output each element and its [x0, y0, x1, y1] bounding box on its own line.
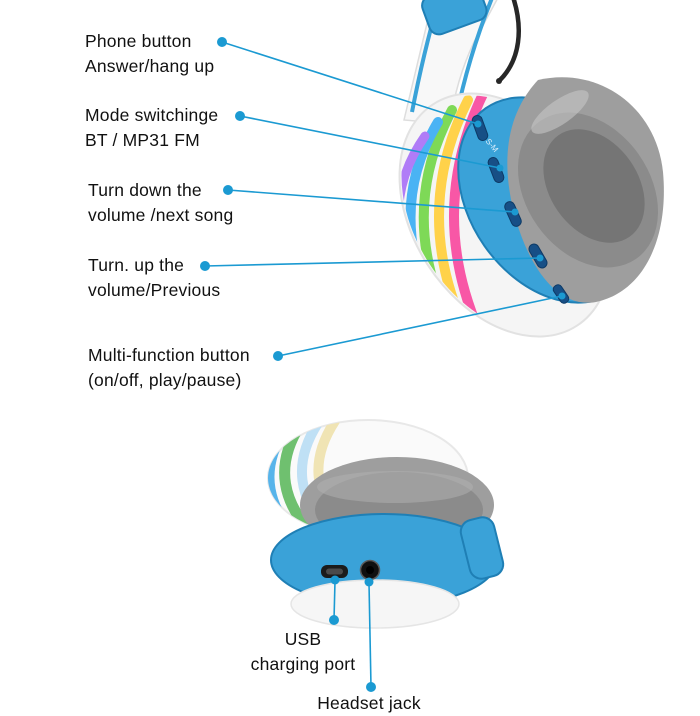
label-line: (on/off, play/pause) — [88, 370, 242, 390]
callout-end-headset-jack — [364, 577, 374, 587]
headphone-bottom-illustration — [267, 419, 505, 629]
callout-line-multi-function — [277, 295, 563, 357]
callout-dot-usb-port — [329, 615, 339, 625]
hinge-arm — [459, 516, 505, 580]
callout-dot-headset-jack — [366, 682, 376, 692]
callout-end-phone-button — [474, 120, 482, 128]
product-diagram-canvas: S-M — [200, 0, 664, 692]
callout-line-usb-port — [333, 580, 336, 621]
callout-dot-multi-function — [273, 351, 283, 361]
callout-line-volume-up — [204, 257, 541, 267]
label-line: Turn. up the — [88, 255, 185, 275]
headset-jack-port — [359, 559, 381, 581]
headphone-top-illustration: S-M — [393, 0, 664, 347]
callout-end-mode-switch — [496, 164, 504, 172]
audio-cable — [497, 0, 521, 83]
label-line: volume /next song — [88, 205, 234, 225]
label-line: charging port — [250, 654, 356, 674]
callout-label-mode-switch: Mode switchinge BT / MP31 FM — [85, 103, 218, 153]
callout-label-headset-jack: Headset jack — [303, 691, 435, 716]
callout-end-multi-function — [558, 292, 566, 300]
callout-end-volume-up — [536, 254, 544, 262]
label-line: Headset jack — [317, 693, 421, 713]
label-line: Answer/hang up — [85, 56, 215, 76]
cable-tip — [496, 78, 502, 84]
callout-line-headset-jack — [368, 582, 372, 688]
callout-line-phone-button — [221, 41, 479, 125]
callout-dot-mode-switch — [235, 111, 245, 121]
callout-line-mode-switch — [239, 115, 501, 169]
callout-dot-volume-up — [200, 261, 210, 271]
callout-label-volume-up: Turn. up the volume/Previous — [88, 253, 220, 303]
callout-label-usb-port: USB charging port — [237, 627, 369, 677]
label-line: Phone button — [85, 31, 192, 51]
callout-label-phone-button: Phone button Answer/hang up — [85, 29, 214, 79]
callout-label-volume-down: Turn down the volume /next song — [88, 178, 233, 228]
callout-end-volume-down — [511, 208, 519, 216]
callout-end-usb-port — [330, 575, 340, 585]
callout-dot-phone-button — [217, 37, 227, 47]
label-line: volume/Previous — [88, 280, 221, 300]
label-line: USB — [284, 629, 322, 649]
callout-label-multi-function: Multi-function button (on/off, play/paus… — [88, 343, 250, 393]
label-line: Turn down the — [88, 180, 202, 200]
usb-charging-port — [321, 565, 348, 578]
bottom-cap — [290, 579, 460, 629]
label-line: Multi-function button — [88, 345, 250, 365]
callout-dot-volume-down — [223, 185, 233, 195]
fold-hinge — [421, 0, 488, 36]
label-line: Mode switchinge — [85, 105, 219, 125]
ear-cushion — [507, 77, 664, 303]
callout-line-volume-down — [227, 189, 516, 213]
label-line: BT / MP31 FM — [85, 130, 200, 150]
callout-lines — [200, 37, 566, 692]
